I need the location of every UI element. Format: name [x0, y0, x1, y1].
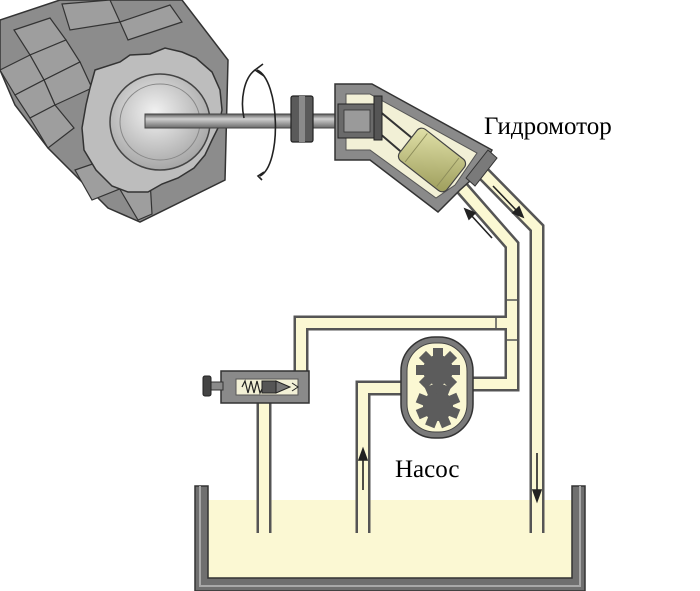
pump-gear-upper: [416, 348, 460, 392]
gear-pump: [400, 336, 474, 439]
flow-arrow-diagonal-icon: [492, 185, 525, 219]
drive-shaft: [144, 95, 341, 143]
tank-wall: [194, 485, 586, 591]
motor-label: Гидромотор: [484, 113, 612, 140]
relief-valve: [202, 370, 310, 404]
flow-arrows: [357, 185, 543, 504]
hydraulic-motor: [334, 83, 498, 213]
pipe-network: [256, 164, 545, 533]
flow-arrow-down-icon: [531, 453, 543, 504]
flow-arrow-diagonal-icon: [463, 207, 493, 239]
rotation-arrow-icon: [241, 63, 277, 181]
pump-label: Насос: [395, 456, 459, 483]
flow-arrow-up-icon: [357, 446, 369, 490]
oil-level: [208, 500, 572, 578]
oil-tank: [194, 485, 586, 591]
pump-gear-lower: [415, 383, 461, 429]
motor-piston-block: [397, 127, 467, 193]
winch-drum: [0, 0, 229, 223]
